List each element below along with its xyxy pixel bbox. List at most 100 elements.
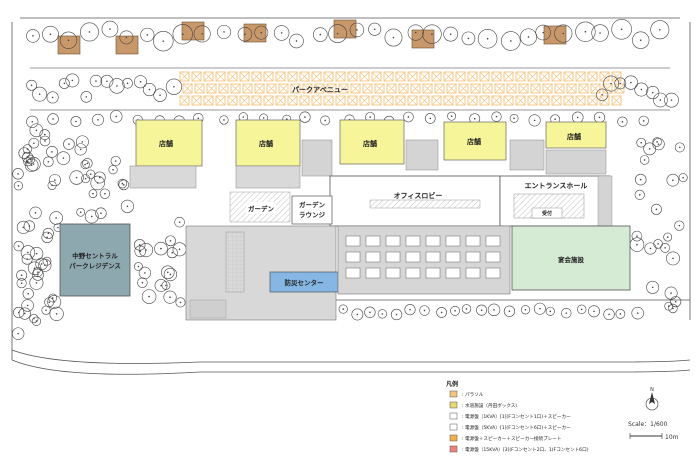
legend-item-text: : 電源盤（1KVA）[1](Fコンセント1口)＋スピーカー xyxy=(462,413,571,420)
parasol-icon xyxy=(455,95,466,106)
parasol-icon xyxy=(179,95,190,106)
tree-icon xyxy=(273,25,290,41)
tree-icon xyxy=(163,267,178,282)
tree-icon xyxy=(119,30,134,45)
tree-icon xyxy=(664,286,678,300)
tree-icon xyxy=(424,113,436,124)
seating-block xyxy=(365,251,381,263)
tree-icon xyxy=(349,22,365,38)
tree-icon xyxy=(237,27,253,42)
tree-icon xyxy=(100,74,114,88)
tree-icon xyxy=(653,92,668,108)
planting-plot xyxy=(57,35,81,55)
parasol-icon xyxy=(239,71,250,82)
parasol-icon xyxy=(299,71,310,82)
parasol-icon xyxy=(362,83,373,94)
parasol-icon xyxy=(446,83,457,94)
parasol-icon xyxy=(458,83,469,94)
tree-icon xyxy=(450,305,460,316)
tree-icon xyxy=(47,295,62,309)
tree-icon xyxy=(86,169,96,179)
tree-icon xyxy=(650,203,662,215)
tree-icon xyxy=(632,31,650,49)
seating-block xyxy=(385,251,401,263)
tree-icon xyxy=(477,28,498,49)
parasol-icon xyxy=(407,95,418,106)
tree-icon xyxy=(76,207,86,217)
legend-item-text: : 電源盤＋スピーカー＋スピーカー接続プレート xyxy=(462,435,561,442)
tree-icon xyxy=(447,111,457,121)
tree-icon xyxy=(436,307,447,318)
tree-icon xyxy=(153,30,174,52)
seating-block xyxy=(465,267,481,279)
garden-lounge-label-2: ラウンジ xyxy=(299,211,326,219)
seating-block xyxy=(405,251,421,263)
garden: ガーデン xyxy=(229,191,291,223)
tree-icon xyxy=(122,77,133,89)
tree-icon xyxy=(48,174,61,187)
tree-icon xyxy=(615,309,626,319)
shop-5: 店舗 xyxy=(545,121,607,149)
tree-icon xyxy=(29,123,44,138)
parasol-icon xyxy=(563,71,574,82)
tree-icon xyxy=(219,115,229,125)
trees xyxy=(11,18,688,340)
tree-icon xyxy=(461,304,472,314)
parasol-icon xyxy=(443,95,454,106)
power-icon xyxy=(449,423,458,431)
tree-icon xyxy=(520,305,531,315)
parasol-icon xyxy=(347,95,358,106)
parasol-icon xyxy=(431,71,442,82)
tree-icon xyxy=(46,91,59,104)
tree-icon xyxy=(16,278,27,289)
tree-icon xyxy=(631,306,644,320)
tree-icon xyxy=(501,31,521,51)
parasol-icon xyxy=(326,83,337,94)
tree-icon xyxy=(21,299,34,312)
seating-block xyxy=(445,251,461,263)
shop-1: 店舗 xyxy=(129,119,203,189)
tree-icon xyxy=(175,297,186,308)
tree-icon xyxy=(120,199,134,213)
tree-icon xyxy=(603,308,615,321)
scale-bar-label: 10m xyxy=(665,434,679,441)
seating-block xyxy=(385,235,401,247)
tree-icon xyxy=(93,171,106,184)
parasol-icon xyxy=(314,83,325,94)
parasol-icon xyxy=(275,95,286,106)
tree-icon xyxy=(56,151,71,165)
parasol-icon xyxy=(506,83,517,94)
tree-icon xyxy=(660,242,671,253)
parasol-icon xyxy=(323,71,334,82)
tree-icon xyxy=(31,268,44,281)
shop-2: 店舗 xyxy=(235,119,301,189)
tree-icon xyxy=(75,135,89,149)
tree-icon xyxy=(18,307,31,320)
shop-label: 店舗 xyxy=(467,137,481,146)
parasol-icon xyxy=(350,83,361,94)
tree-icon xyxy=(668,303,678,314)
parasol-icon xyxy=(311,71,322,82)
tree-icon xyxy=(554,24,573,43)
parasol-icon xyxy=(518,83,529,94)
legend-item-text: : 電源盤（15KVA）[3](Fコンセント2口、1(Fコンセント6口) xyxy=(462,446,589,453)
tree-icon xyxy=(26,79,37,91)
tree-icon xyxy=(614,77,627,90)
tree-icon xyxy=(503,305,516,317)
shop-blocks: 店舗 店舗 店舗 店舗 店舗 xyxy=(129,119,607,189)
tree-icon xyxy=(545,306,555,316)
parasol-icon xyxy=(383,95,394,106)
parasol-icon xyxy=(398,83,409,94)
tree-icon xyxy=(575,21,596,42)
tree-icon xyxy=(69,170,84,185)
tree-icon xyxy=(133,239,146,251)
tree-icon xyxy=(165,78,183,95)
parasol-icon xyxy=(479,71,490,82)
parasol-icon xyxy=(311,95,322,106)
scale-bar: 10m xyxy=(629,433,679,441)
parasol-icon xyxy=(179,71,190,82)
parasol-icon xyxy=(479,95,490,106)
tree-icon xyxy=(35,257,48,271)
parasol-icon xyxy=(407,71,418,82)
